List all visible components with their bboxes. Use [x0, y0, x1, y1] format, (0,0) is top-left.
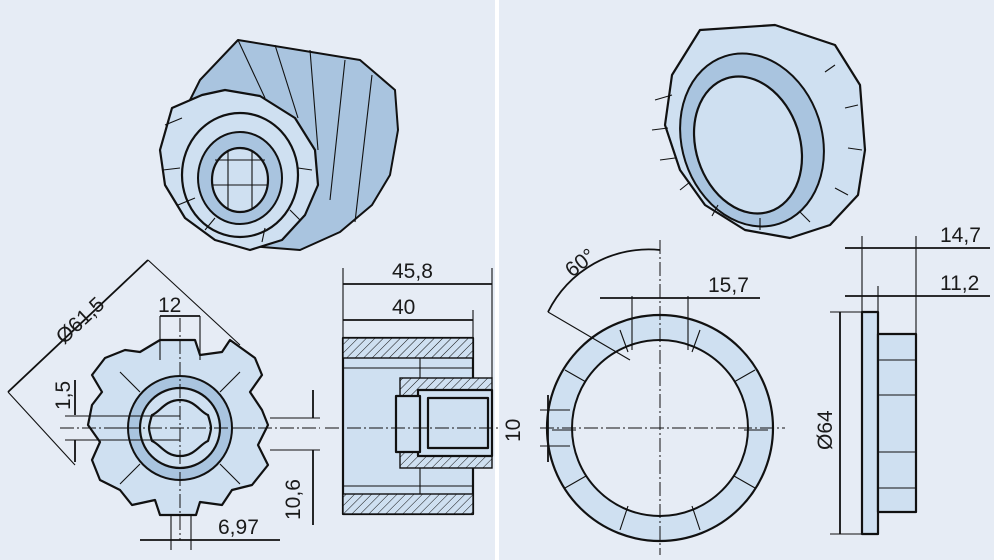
dim-length-14-7: 14,7 — [940, 224, 981, 247]
ring-side-dimensions: 14,7 11,2 Ø64 — [814, 224, 990, 535]
dim-width-15-7: 15,7 — [708, 274, 749, 297]
ring-side-view — [860, 310, 918, 536]
ring-front-view — [540, 240, 785, 555]
dim-height-10-6: 10,6 — [282, 479, 305, 520]
ring-isometric-view — [651, 23, 867, 240]
dim-length-40: 40 — [392, 296, 415, 319]
adapter-isometric-view — [158, 39, 399, 252]
dim-width-6-97: 6,97 — [218, 516, 259, 539]
dim-diameter-64: Ø64 — [814, 410, 837, 450]
dim-length-45-8: 45,8 — [392, 260, 433, 283]
adapter-section-dimensions: 45,8 40 — [342, 260, 493, 378]
dim-length-11-2: 11,2 — [940, 272, 979, 295]
dim-angle-60: 60° — [561, 244, 600, 282]
adapter-front-view — [60, 318, 320, 540]
adapter-section-view — [325, 336, 500, 516]
dim-width-12: 12 — [158, 294, 181, 317]
dim-offset-1-5: 1,5 — [52, 381, 75, 410]
dim-height-10: 10 — [502, 419, 525, 442]
dim-diameter-61-5: Ø61,5 — [52, 293, 110, 349]
